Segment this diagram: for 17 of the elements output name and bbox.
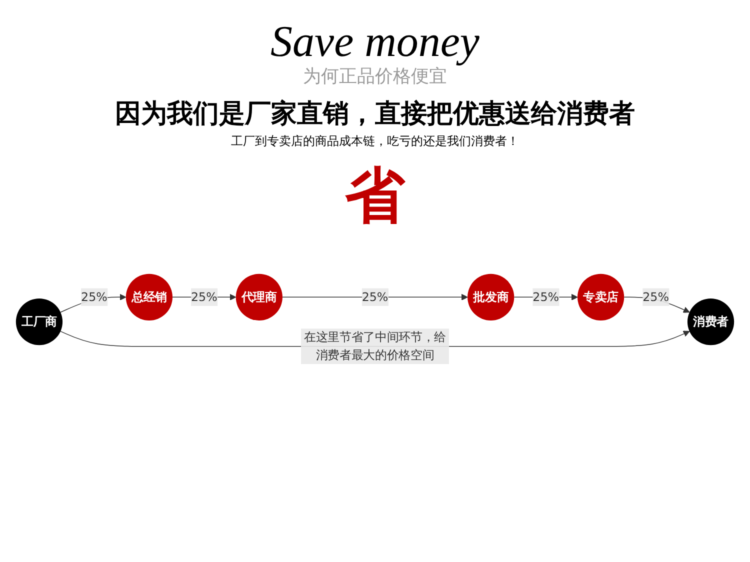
- edge-label: 25%: [532, 290, 559, 304]
- node-circle: 批发商: [468, 274, 514, 320]
- subheading: 工厂到专卖店的商品成本链，吃亏的还是我们消费者！: [231, 133, 519, 150]
- title: Save money: [270, 18, 480, 66]
- edge-label: 25%: [642, 290, 669, 304]
- heading: 因为我们是厂家直销，直接把优惠送给消费者: [115, 98, 635, 130]
- edge-label: 25%: [81, 290, 108, 304]
- edge-label: 25%: [362, 290, 388, 304]
- node-circle: 工厂商: [16, 298, 63, 346]
- node-circle: 消费者: [687, 298, 734, 346]
- node-circle: 代理商: [236, 274, 282, 320]
- edge-label: 在这里节省了中间环节，给消费者最大的价格空间: [304, 330, 446, 362]
- node-circle: 专卖店: [577, 274, 624, 320]
- subtitle: 为何正品价格便宜: [303, 66, 447, 88]
- edge-label: 25%: [191, 290, 218, 304]
- node-circle: 总经销: [126, 274, 173, 320]
- big-character: 省: [345, 164, 405, 228]
